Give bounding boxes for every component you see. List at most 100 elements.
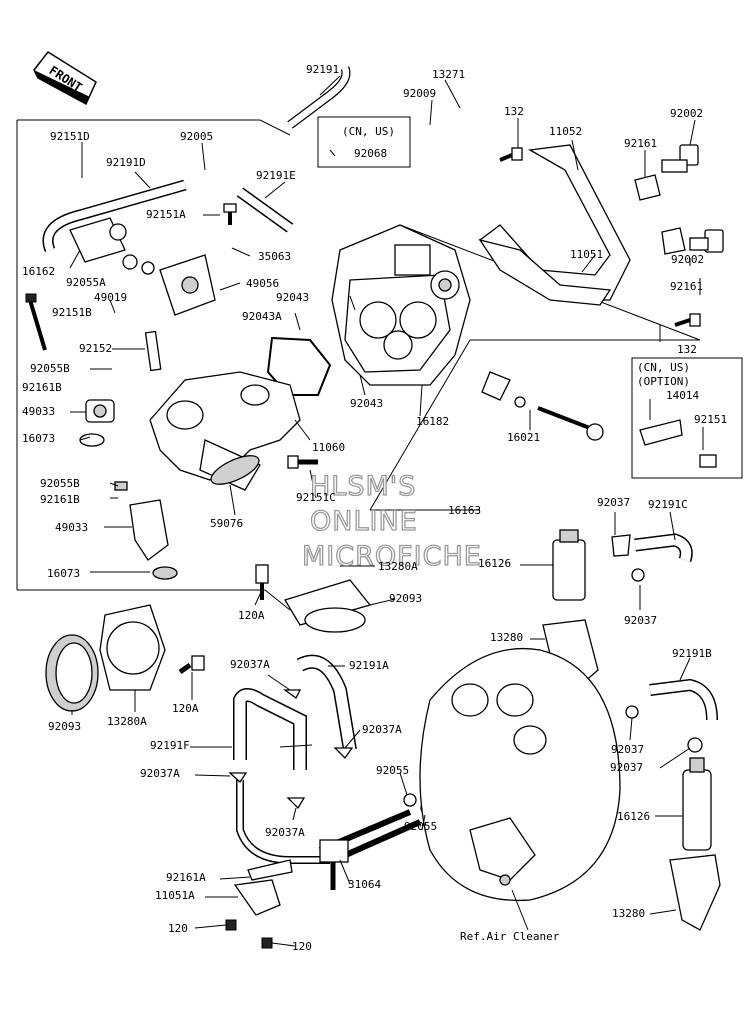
part-label: 92055 — [404, 820, 437, 833]
part-label: 13280A — [107, 715, 147, 728]
part-label: 92161 — [670, 280, 703, 293]
watermark-line-2: ONLINE — [310, 506, 418, 537]
part-label: 92005 — [180, 130, 213, 143]
ref-air-cleaner: Ref.Air Cleaner — [460, 930, 560, 943]
hose-92191a — [296, 654, 357, 752]
leader-lines — [69, 75, 704, 947]
group-frame — [16, 119, 701, 611]
part-label: 92151B — [52, 306, 92, 319]
part-label: 132 — [677, 343, 697, 356]
part-label: 92055B — [30, 362, 70, 375]
idle-screw-16021 — [481, 371, 604, 441]
part-label: 16126 — [617, 810, 650, 823]
bolts — [25, 147, 717, 949]
part-label: 11052 — [549, 125, 582, 138]
part-label: 92191E — [256, 169, 296, 182]
part-label: 132 — [504, 105, 524, 118]
part-label: 92093 — [48, 720, 81, 733]
part-label: 92037A — [140, 767, 180, 780]
bolt-92002-upper — [661, 144, 699, 173]
hose-lower-loop — [236, 780, 330, 864]
flange-13280a-lower — [99, 604, 166, 691]
part-label: 92055B — [40, 477, 80, 490]
part-label: 92093 — [389, 592, 422, 605]
watermark-line-3: MICROFICHE — [302, 541, 482, 572]
part-label: 16073 — [22, 432, 55, 445]
part-label: 92191 — [306, 63, 339, 76]
part-label: 16021 — [507, 431, 540, 444]
pipe-92152 — [144, 330, 162, 372]
part-label: 92151A — [146, 208, 186, 221]
bracket-11052 — [478, 144, 631, 301]
part-label: 31064 — [348, 878, 381, 891]
option-label-cn-us: (CN, US) — [637, 361, 690, 374]
hose-92191 — [287, 66, 351, 129]
part-label: 35063 — [258, 250, 291, 263]
part-label: 120A — [172, 702, 199, 715]
part-label: 92191D — [106, 156, 146, 169]
part-labels: 92191 13271 92009 132 11052 92002 92151D… — [22, 63, 727, 953]
part-label: 59076 — [210, 517, 243, 530]
part-label: 49019 — [94, 291, 127, 304]
part-label: 13280 — [612, 907, 645, 920]
part-label: 92037A — [362, 723, 402, 736]
part-label: 92037 — [611, 743, 644, 756]
hose-92191e — [236, 187, 294, 233]
nut-92161-lower — [661, 227, 686, 255]
part-label: 120 — [168, 922, 188, 935]
part-label: 11060 — [312, 441, 345, 454]
part-label: 92191C — [648, 498, 688, 511]
ring-92093-left — [45, 634, 99, 712]
option-label-cn-us-top: (CN, US) — [342, 125, 395, 138]
part-label: 11051A — [155, 889, 195, 902]
part-label: 92002 — [670, 107, 703, 120]
bolt-92002-lower — [689, 229, 724, 253]
part-label: 92009 — [403, 87, 436, 100]
part-label: 92191A — [349, 659, 389, 672]
link-11051 — [478, 238, 612, 306]
part-label: 92068 — [354, 147, 387, 160]
part-label: 13280A — [378, 560, 418, 573]
clamps-92037 — [228, 534, 703, 810]
nut-92161-upper — [634, 174, 661, 201]
watermark: HLSM'S ONLINE MICROFICHE — [301, 470, 482, 572]
part-label: 16162 — [22, 265, 55, 278]
part-label: 49033 — [55, 521, 88, 534]
o-ring-92055a — [122, 254, 138, 270]
air-cleaner-plate — [419, 647, 621, 902]
part-label: 92152 — [79, 342, 112, 355]
part-label: 16126 — [478, 557, 511, 570]
part-label: 92002 — [671, 253, 704, 266]
hose-92191f — [233, 688, 307, 770]
part-label: 11051 — [570, 248, 603, 261]
filter-16126-upper — [552, 529, 586, 601]
o-ring-92055-a — [403, 793, 417, 807]
part-label: 92161B — [40, 493, 80, 506]
injector-upper — [79, 399, 115, 447]
part-label: 49056 — [246, 277, 279, 290]
part-label: 13280 — [490, 631, 523, 644]
part-label: 92161 — [624, 137, 657, 150]
watermark-line-1: HLSM'S — [310, 471, 416, 502]
part-label: 92037A — [265, 826, 305, 839]
pipe-31064 — [318, 809, 422, 890]
part-label: 92191B — [672, 647, 712, 660]
part-label: 92037 — [597, 496, 630, 509]
part-label: 92191F — [150, 739, 190, 752]
part-label: 14014 — [666, 389, 699, 402]
hose-92191d — [42, 179, 187, 253]
part-label: 49033 — [22, 405, 55, 418]
part-label: 16073 — [47, 567, 80, 580]
part-label: 92151C — [296, 491, 336, 504]
sensor-16162 — [69, 217, 127, 263]
gasket-11060 — [266, 336, 332, 396]
washer-92161 — [141, 261, 155, 275]
bracket-11051a — [233, 859, 293, 916]
throttle-body — [331, 224, 471, 386]
part-label: 92037 — [610, 761, 643, 774]
holder-13280-lower — [669, 854, 721, 931]
part-label: 92037 — [624, 614, 657, 627]
part-label: 92161B — [22, 381, 62, 394]
part-label: 92151 — [694, 413, 727, 426]
